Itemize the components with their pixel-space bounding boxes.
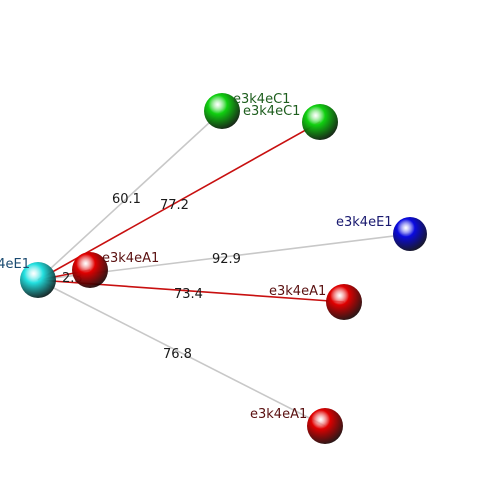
atom-label-e1: e3k4eE1 <box>0 257 30 272</box>
atom-label-c1a: e3k4eC1 <box>233 92 290 107</box>
atom-sphere-a1b[interactable] <box>326 284 362 320</box>
atom-sphere-e1[interactable] <box>20 262 56 298</box>
distance-label-c1b: 77.2 <box>160 198 189 213</box>
atom-label-c1b: e3k4eC1 <box>243 104 300 119</box>
atom-label-e1b: e3k4eE1 <box>336 215 393 230</box>
atom-sphere-e1b[interactable] <box>393 217 427 251</box>
distance-label-c1a: 60.1 <box>112 192 141 207</box>
atom-sphere-a1[interactable] <box>72 252 108 288</box>
atom-label-a1: e3k4eA1 <box>102 251 159 266</box>
atoms-layer <box>20 93 427 444</box>
atom-label-a1b: e3k4eA1 <box>269 284 326 299</box>
distance-label-a1b: 73.4 <box>174 287 203 302</box>
atom-sphere-c1b[interactable] <box>302 104 338 140</box>
bond-line-c1a <box>37 110 223 281</box>
distance-label-a1c: 76.8 <box>163 347 192 362</box>
atom-sphere-a1c[interactable] <box>307 408 343 444</box>
atom-sphere-c1a[interactable] <box>204 93 240 129</box>
distance-label-e1b: 92.9 <box>212 252 241 267</box>
bond-line-a1c <box>37 279 326 427</box>
atom-label-a1c: e3k4eA1 <box>250 407 307 422</box>
